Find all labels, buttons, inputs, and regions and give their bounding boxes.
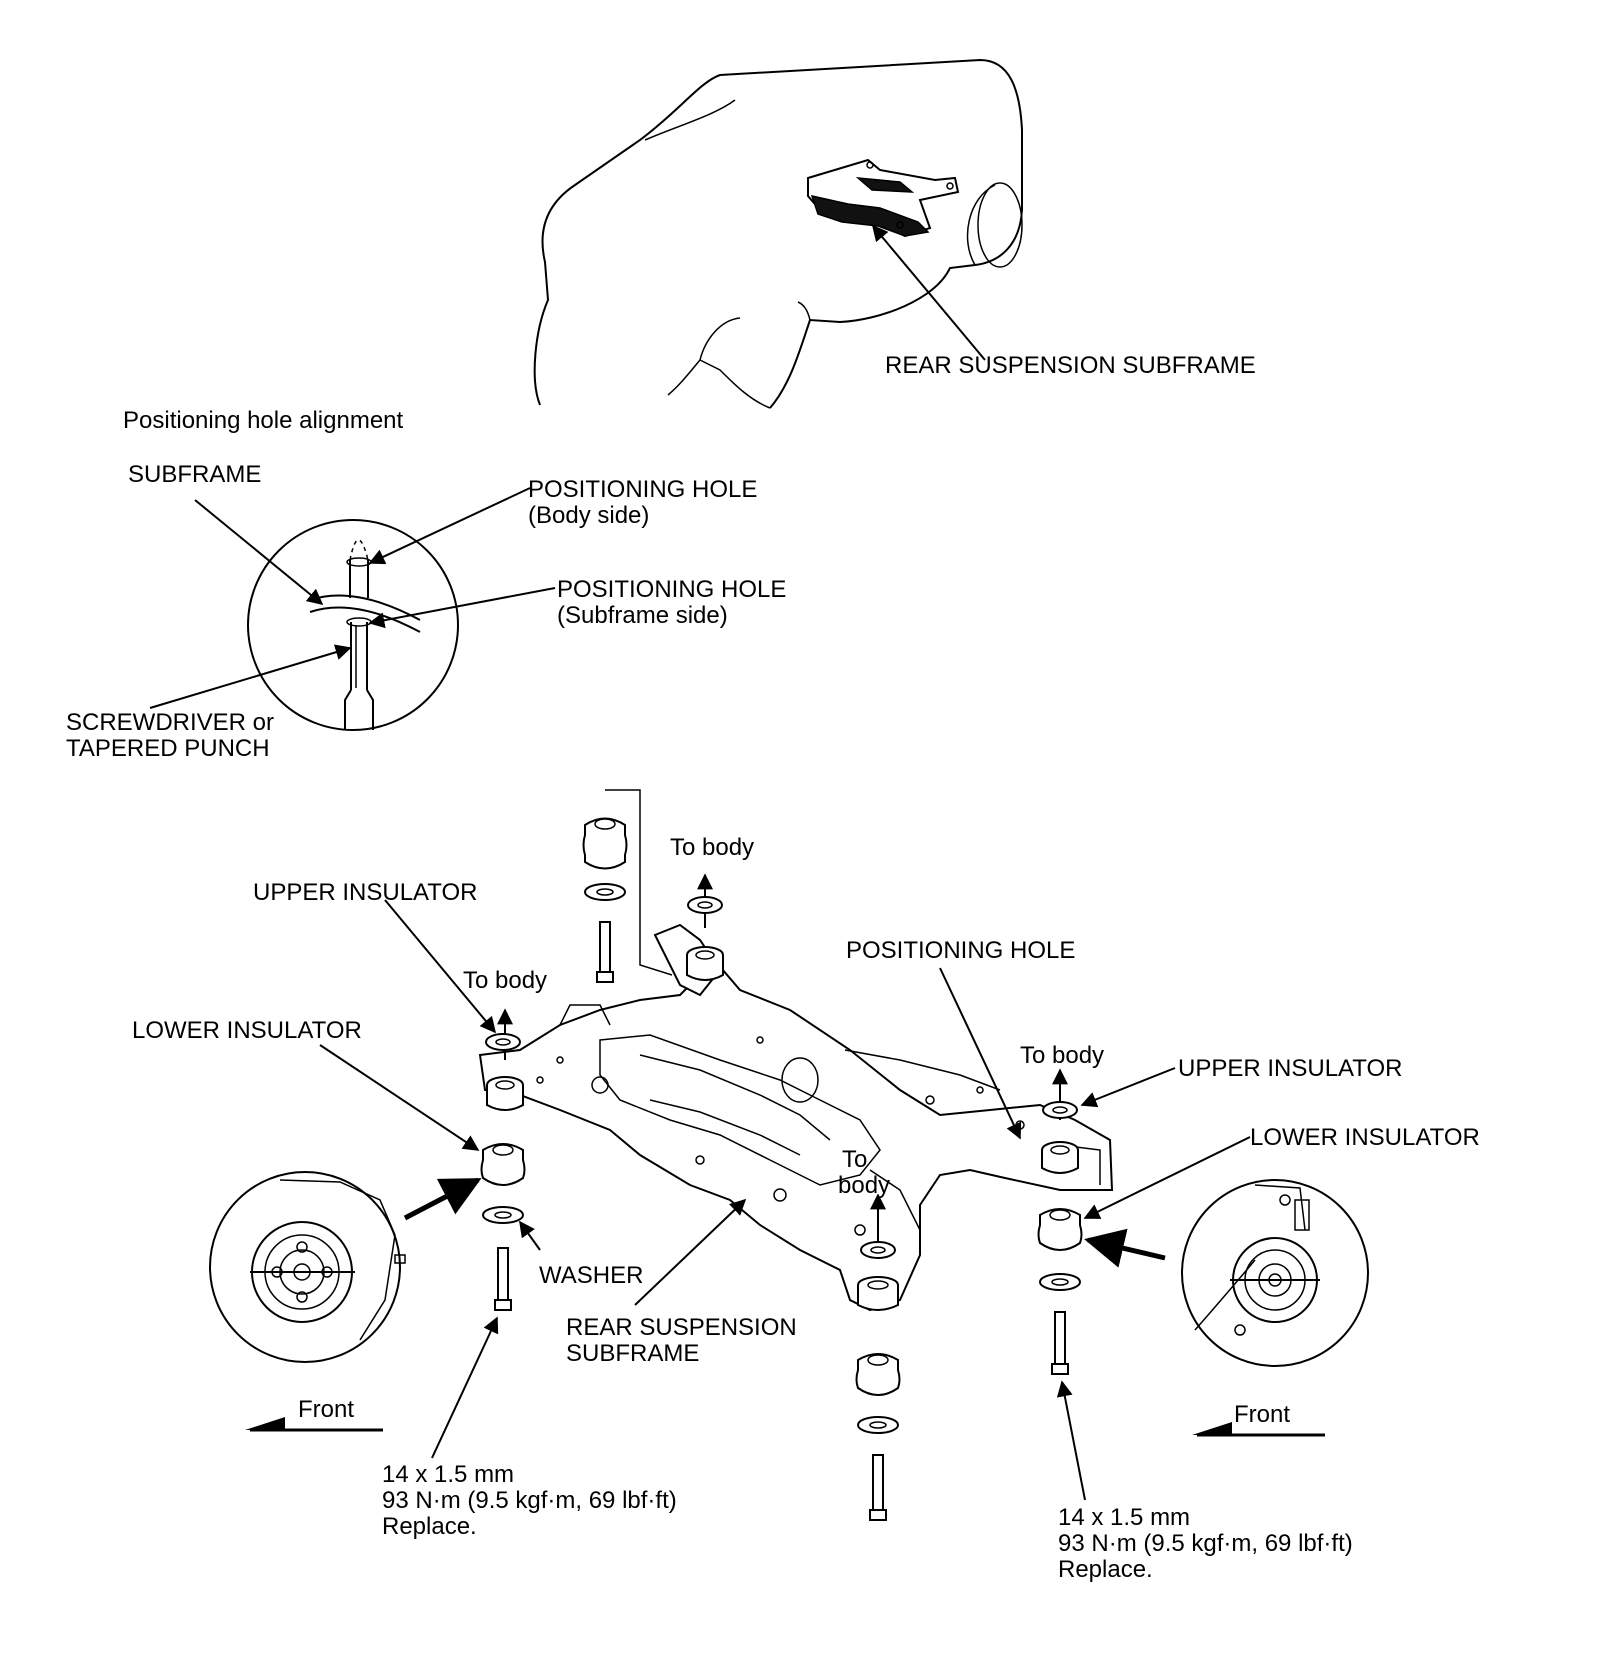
bolt-right-leader bbox=[1056, 1380, 1086, 1501]
lower-insulator-right-label: LOWER INSULATOR bbox=[1250, 1124, 1480, 1151]
washer-center bbox=[857, 1416, 899, 1434]
rear-subframe-leader bbox=[634, 1198, 747, 1306]
to-body-center-label: To bbox=[842, 1146, 868, 1173]
pos-hole-sub-leader bbox=[368, 587, 556, 629]
lower-insulator-left bbox=[480, 1143, 526, 1186]
upper-insulator-left-label: UPPER INSULATOR bbox=[253, 879, 478, 906]
vehicle-subframe-graphic bbox=[807, 158, 960, 238]
subframe-mount-top bbox=[686, 946, 724, 981]
vehicle-subframe-leader bbox=[871, 224, 986, 361]
to-body-left-label: To body bbox=[463, 967, 548, 994]
bolt-right-torque: 93 N·m (9.5 kgf·m, 69 lbf·ft) bbox=[1058, 1530, 1353, 1557]
main-subframe bbox=[478, 923, 1114, 1312]
front-arrow-right bbox=[1192, 1422, 1325, 1437]
top-stack-guide-line bbox=[605, 789, 673, 976]
bolt-right-note: Replace. bbox=[1058, 1556, 1153, 1583]
rear-subframe-label: REAR SUSPENSION bbox=[566, 1314, 797, 1341]
washer-leader bbox=[519, 1220, 541, 1251]
to-body-top-label: To body bbox=[670, 834, 755, 861]
bolt-right-size: 14 x 1.5 mm bbox=[1058, 1504, 1191, 1531]
vehicle-outline bbox=[533, 58, 1023, 409]
subframe-mount-left bbox=[486, 1076, 524, 1111]
to-body-right-label: To body bbox=[1020, 1042, 1105, 1069]
washer-right bbox=[1039, 1273, 1081, 1291]
upper-insulator-center bbox=[860, 1241, 896, 1259]
upper-insulator-right-label: UPPER INSULATOR bbox=[1178, 1055, 1403, 1082]
pos-hole-body-note: (Body side) bbox=[528, 502, 650, 529]
subframe-mount-center bbox=[857, 1276, 899, 1311]
to-body-center-label-2: body bbox=[838, 1172, 891, 1199]
upper-insulator-right-leader bbox=[1080, 1067, 1176, 1108]
bolt-left-torque: 93 N·m (9.5 kgf·m, 69 lbf·ft) bbox=[382, 1487, 677, 1514]
lower-insulator-right-leader bbox=[1083, 1136, 1251, 1219]
front-left-label: Front bbox=[298, 1396, 355, 1423]
bolt-left-size: 14 x 1.5 mm bbox=[382, 1461, 515, 1488]
pos-hole-body-label: POSITIONING HOLE bbox=[528, 476, 758, 503]
subframe-leader bbox=[194, 499, 324, 606]
lower-insulator-right bbox=[1037, 1208, 1083, 1251]
upper-insulator-right bbox=[1042, 1101, 1078, 1119]
lower-insulator-center bbox=[855, 1353, 901, 1396]
detail-title: Positioning hole alignment bbox=[123, 407, 404, 434]
washer-label: WASHER bbox=[539, 1262, 644, 1289]
screwdriver-leader bbox=[149, 644, 352, 709]
bolt-right bbox=[1051, 1311, 1069, 1375]
screwdriver-label: SCREWDRIVER or bbox=[66, 709, 275, 736]
hardware-stack-top bbox=[582, 817, 628, 983]
lower-insulator-left-label: LOWER INSULATOR bbox=[132, 1017, 362, 1044]
pos-hole-sub-note: (Subframe side) bbox=[557, 602, 728, 629]
subframe-mount-right bbox=[1041, 1141, 1079, 1174]
washer-left bbox=[482, 1206, 524, 1224]
bolt-center bbox=[869, 1454, 887, 1521]
left-detail-arrow bbox=[403, 1177, 482, 1221]
positioning-hole-leader bbox=[939, 967, 1022, 1140]
rear-subframe-label-2: SUBFRAME bbox=[566, 1340, 700, 1367]
bolt-left-note: Replace. bbox=[382, 1513, 477, 1540]
pos-hole-body-leader bbox=[368, 487, 531, 565]
upper-insulator-left-leader bbox=[384, 899, 497, 1034]
right-detail-circle bbox=[1181, 1179, 1369, 1367]
pos-hole-sub-label: POSITIONING HOLE bbox=[557, 576, 787, 603]
bolt-left-leader bbox=[431, 1316, 499, 1459]
lower-insulator-left-leader bbox=[319, 1044, 480, 1151]
right-detail-arrow bbox=[1084, 1228, 1166, 1268]
front-arrow-left bbox=[245, 1417, 383, 1432]
tapered-punch-label: TAPERED PUNCH bbox=[66, 735, 270, 762]
vehicle-subframe-label: REAR SUSPENSION SUBFRAME bbox=[885, 352, 1256, 379]
bolt-left bbox=[494, 1247, 512, 1311]
left-detail-circle bbox=[209, 1171, 406, 1363]
upper-insulator-left bbox=[485, 1033, 521, 1051]
upper-insulator-top bbox=[687, 896, 723, 914]
subframe-label: SUBFRAME bbox=[128, 461, 262, 488]
front-right-label: Front bbox=[1234, 1401, 1291, 1428]
positioning-hole-label: POSITIONING HOLE bbox=[846, 937, 1076, 964]
positioning-detail bbox=[247, 519, 459, 731]
